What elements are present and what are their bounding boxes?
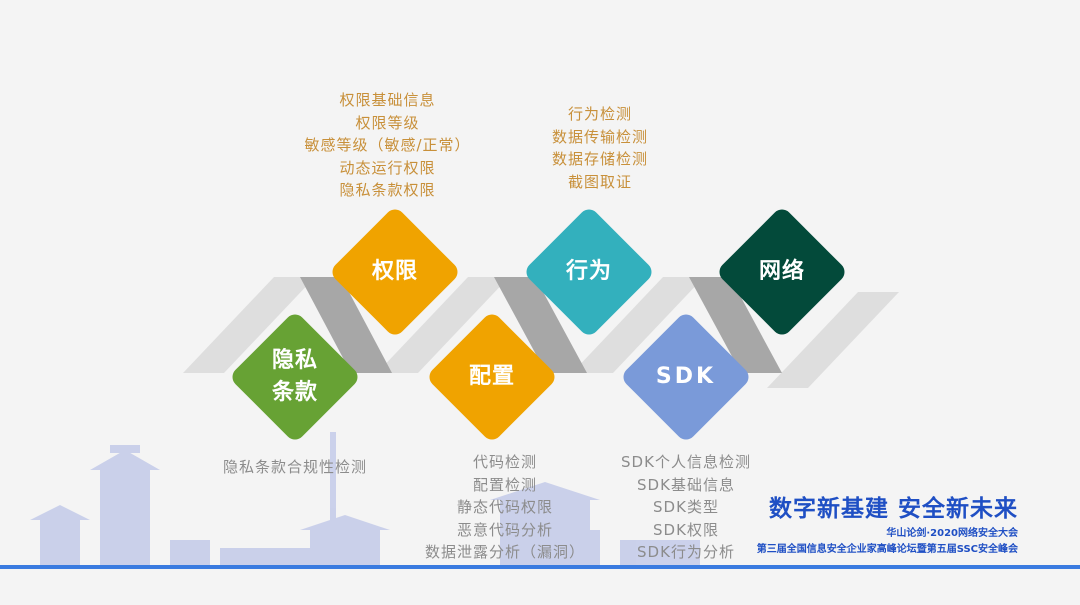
behavior-details: 行为检测 数据传输检测 数据存储检测 截图取证 [500,103,700,193]
ribbon-segment [767,292,899,388]
detail-line: SDK个人信息检测 [621,453,751,471]
config-details: 代码检测 配置检测 静态代码权限 恶意代码分析 数据泄露分析（漏洞） [405,451,605,564]
node-permission: 权限 [332,209,458,335]
sdk-details: SDK个人信息检测 SDK基础信息 SDK类型 SDK权限 SDK行为分析 [600,451,772,564]
detail-line: 权限等级 [355,113,420,132]
detail-line: 数据传输检测 [551,127,648,146]
node-diamond [332,209,458,335]
node-diamond [623,314,749,440]
detail-line: SDK类型 [653,498,719,516]
detail-line: 配置检测 [472,475,537,494]
bottom-accent-bar [0,565,1080,569]
node-diamond [232,314,358,440]
detail-line: 权限基础信息 [339,91,436,109]
privacy-details: 隐私条款合规性检测 [200,456,390,479]
permission-details: 权限基础信息 权限等级 敏感等级（敏感/正常） 动态运行权限 隐私条款权限 [280,89,495,202]
detail-line: 恶意代码分析 [456,520,553,539]
node-sdk: SDK [623,314,749,440]
ribbon-segment [377,277,509,373]
node-diamond [429,314,555,440]
ribbon-segment [300,277,392,373]
node-label: 网络 [759,258,805,284]
node-label: SDK [656,364,716,389]
node-diamond [526,209,652,335]
skyline-watermark [30,432,700,565]
ribbon-segment [572,277,704,373]
zigzag-ribbon [183,277,899,388]
event-subtitle: 第三届全国信息安全企业家高峰论坛暨第五届SSC安全峰会 [756,544,1018,555]
node-label: 条款 [271,379,318,405]
node-privacy: 隐私条款 [232,314,358,440]
node-label: 行为 [565,258,612,284]
node-label: 权限 [371,258,418,284]
node-label: 配置 [469,364,515,389]
detail-line: 静态代码权限 [456,498,553,516]
node-diamond [719,209,845,335]
slogan: 数字新基建 安全新未来 [768,496,1018,522]
detail-line: 数据存储检测 [551,150,648,168]
detail-line: 行为检测 [567,105,632,123]
ribbon-segment [689,277,782,373]
detail-line: 代码检测 [472,453,537,471]
detail-line: 数据泄露分析（漏洞） [424,543,585,561]
detail-line: 敏感等级（敏感/正常） [304,136,471,154]
ribbon-segment [494,277,587,373]
node-network: 网络 [719,209,845,335]
detail-line: SDK行为分析 [637,543,735,561]
detail-line: SDK基础信息 [637,475,735,494]
event-title: 华山论剑·2020网络安全大会 [886,528,1018,539]
node-label: 隐私 [272,348,318,373]
detail-line: 隐私条款权限 [339,181,436,199]
node-config: 配置 [429,314,555,440]
detail-line: 隐私条款合规性检测 [222,458,367,476]
node-behavior: 行为 [526,209,652,335]
detail-line: 动态运行权限 [339,158,436,177]
detail-line: 截图取证 [567,172,632,191]
detail-line: SDK权限 [653,520,719,539]
ribbon-segment [183,277,315,373]
